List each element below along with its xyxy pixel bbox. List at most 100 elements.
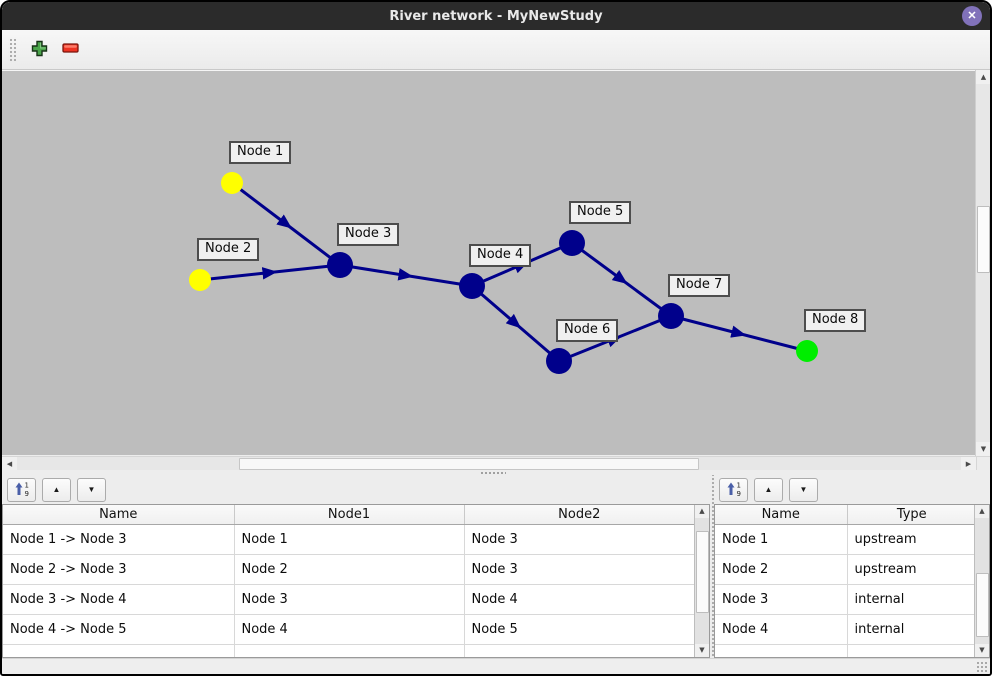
cell[interactable]: upstream <box>847 524 976 555</box>
node-label-node4[interactable]: Node 4 <box>469 244 532 267</box>
resize-grip-icon[interactable] <box>976 661 987 672</box>
cell[interactable]: Node 5 <box>464 614 694 645</box>
node-label-node5[interactable]: Node 5 <box>569 201 632 224</box>
column-header[interactable]: Node2 <box>464 505 694 525</box>
panel-splitter[interactable] <box>2 470 990 475</box>
panel-divider-handle[interactable] <box>710 475 714 658</box>
scroll-right-button[interactable]: ▶ <box>961 457 976 471</box>
close-button[interactable]: ✕ <box>962 6 982 26</box>
column-header[interactable]: Type <box>847 505 976 525</box>
cell[interactable]: Node 4 <box>234 614 465 645</box>
scroll-up-button[interactable]: ▲ <box>975 505 989 518</box>
cell <box>234 644 465 657</box>
cell[interactable]: internal <box>847 584 976 615</box>
node-node6[interactable] <box>546 348 572 374</box>
scroll-left-icon: ◀ <box>6 459 13 468</box>
edge-node4-node6[interactable] <box>471 284 560 363</box>
cell[interactable]: Node 3 -> Node 4 <box>3 584 235 615</box>
scroll-right-icon: ▶ <box>965 459 972 468</box>
column-header[interactable]: Name <box>715 505 848 525</box>
column-header[interactable]: Node1 <box>234 505 465 525</box>
scroll-down-icon: ▼ <box>699 646 705 654</box>
branches-move-down-button[interactable]: ▼ <box>77 477 106 502</box>
cell[interactable]: Node 1 -> Node 3 <box>3 524 235 555</box>
remove-button[interactable] <box>60 39 82 61</box>
canvas-hscrollbar[interactable]: ◀ ▶ <box>2 456 990 471</box>
node-label-node3[interactable]: Node 3 <box>337 223 400 246</box>
node-label-node6[interactable]: Node 6 <box>556 319 619 342</box>
canvas-vscrollbar[interactable]: ▲ ▼ <box>975 70 990 456</box>
move-up-icon: ▲ <box>52 484 61 494</box>
node-label-node7[interactable]: Node 7 <box>668 274 731 297</box>
branches-sort-button[interactable]: 1 9 <box>7 477 36 502</box>
window-title: River network - MyNewStudy <box>389 8 603 24</box>
cell[interactable]: Node 3 <box>464 554 694 585</box>
vscroll-thumb[interactable] <box>696 531 709 613</box>
hscroll-track[interactable] <box>17 457 961 470</box>
node-node4[interactable] <box>459 273 485 299</box>
cell[interactable]: internal <box>847 614 976 645</box>
cell[interactable]: Node 4 <box>715 614 848 645</box>
move-down-icon: ▼ <box>87 484 96 494</box>
partial-row <box>715 644 976 657</box>
node-node3[interactable] <box>327 252 353 278</box>
network-canvas[interactable]: Node 1 Node 2 Node 3 Node 4 Node 5 Node 6 Node… <box>2 70 975 455</box>
edge-node3-node4[interactable] <box>339 263 473 288</box>
cell[interactable]: Node 4 -> Node 5 <box>3 614 235 645</box>
node-node7[interactable] <box>658 303 684 329</box>
cell[interactable]: Node 3 <box>234 584 465 615</box>
edge-node2-node3[interactable] <box>199 263 341 282</box>
node-node8[interactable] <box>796 340 818 362</box>
branches-table-scrollbar[interactable]: ▲ ▼ <box>694 505 709 657</box>
hscroll-thumb[interactable] <box>239 458 699 470</box>
edge-node5-node7[interactable] <box>571 241 672 318</box>
cell[interactable]: Node 3 <box>715 584 848 615</box>
scroll-up-button[interactable]: ▲ <box>695 505 709 518</box>
node-label-node2[interactable]: Node 2 <box>197 238 260 261</box>
node-node5[interactable] <box>559 230 585 256</box>
node-label-node1[interactable]: Node 1 <box>229 141 292 164</box>
scroll-down-button[interactable]: ▼ <box>695 644 709 657</box>
edge-node1-node3[interactable] <box>231 181 341 267</box>
edge-node7-node8[interactable] <box>670 314 808 353</box>
nodes-move-down-button[interactable]: ▼ <box>789 477 818 502</box>
scroll-up-icon: ▲ <box>699 507 705 515</box>
vscroll-thumb[interactable] <box>976 573 989 637</box>
nodes-move-up-button[interactable]: ▲ <box>754 477 783 502</box>
column-header[interactable]: Name <box>3 505 235 525</box>
scroll-up-button[interactable]: ▲ <box>976 70 990 84</box>
branches-move-up-button[interactable]: ▲ <box>42 477 71 502</box>
nodes-sort-button[interactable]: 1 9 <box>719 477 748 502</box>
node-node2[interactable] <box>189 269 211 291</box>
nodes-toolbar: 1 9 ▲ ▼ <box>714 475 990 504</box>
nodes-table-scrollbar[interactable]: ▲ ▼ <box>974 505 989 657</box>
cell[interactable]: Node 2 <box>234 554 465 585</box>
scroll-down-button[interactable]: ▼ <box>976 442 990 456</box>
canvas-area: Node 1 Node 2 Node 3 Node 4 Node 5 Node 6 Node… <box>2 70 990 471</box>
titlebar[interactable]: River network - MyNewStudy ✕ <box>2 2 990 30</box>
cell[interactable]: Node 1 <box>715 524 848 555</box>
cell[interactable]: Node 2 <box>715 554 848 585</box>
cell[interactable]: Node 4 <box>464 584 694 615</box>
scroll-left-button[interactable]: ◀ <box>2 457 17 471</box>
cell[interactable]: Node 1 <box>234 524 465 555</box>
cell[interactable]: Node 3 <box>464 524 694 555</box>
cell[interactable]: Node 2 -> Node 3 <box>3 554 235 585</box>
toolbar-drag-handle[interactable] <box>8 36 16 63</box>
node-node1[interactable] <box>221 172 243 194</box>
vscroll-thumb[interactable] <box>977 206 990 273</box>
add-button[interactable] <box>28 39 50 61</box>
cell[interactable]: upstream <box>847 554 976 585</box>
scroll-down-button[interactable]: ▼ <box>975 644 989 657</box>
node-label-node8[interactable]: Node 8 <box>804 309 867 332</box>
